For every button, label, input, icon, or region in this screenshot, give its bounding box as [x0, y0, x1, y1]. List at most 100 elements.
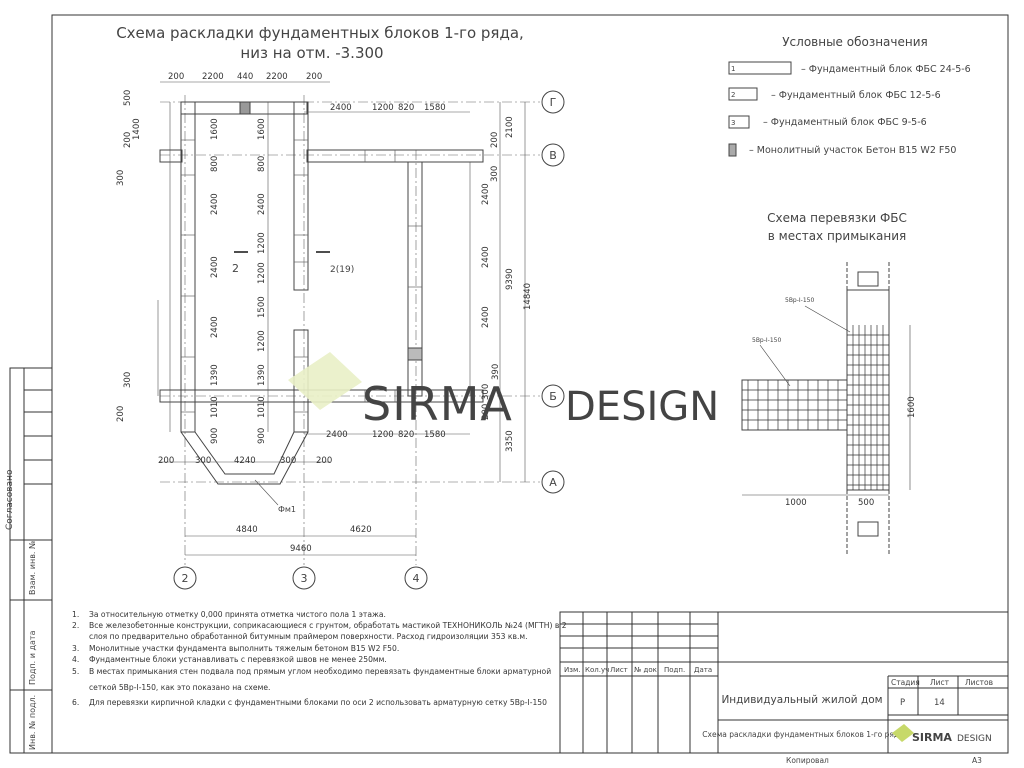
- dim-leftsmall-1: 500: [123, 90, 133, 106]
- tb-h-list: Лист: [610, 666, 628, 674]
- dim-left-7: 1010: [210, 396, 220, 418]
- dim-leftsmall-2: 1400: [132, 118, 142, 140]
- dim-bot-1: 200: [158, 456, 174, 466]
- tb-h-kol: Кол.уч: [585, 666, 609, 674]
- detail-title-2: в местах примыкания: [768, 229, 906, 243]
- dim-rowbot-3: 820: [398, 430, 414, 440]
- dim-right-1: 2400: [481, 183, 491, 205]
- dim-mid-7: 1200: [257, 330, 267, 352]
- dim-overall-2100: 2100: [505, 116, 515, 138]
- dim-bot-2: 300: [195, 456, 211, 466]
- watermark-sirma: SIRMA: [362, 377, 513, 431]
- dim-left-2: 800: [210, 156, 220, 172]
- note-6: 6.Для перевязки кирпичной кладки с фунда…: [72, 698, 547, 707]
- dim-span-total: 9460: [290, 544, 312, 554]
- dim-right-small-2: 200: [490, 132, 500, 148]
- detail-title-1: Схема перевязки ФБС: [767, 211, 907, 225]
- note-2b: слоя по предварительно обработанной биту…: [89, 632, 528, 641]
- dim-mid-8: 1390: [257, 364, 267, 386]
- tb-sheet-title-1: Схема раскладки фундаментных блоков 1-го…: [702, 730, 903, 739]
- axis-label-g: Г: [550, 96, 557, 109]
- tb-sheets-label: Листов: [965, 678, 993, 687]
- dim-right-small-1: 300: [490, 166, 500, 182]
- dim-right-3: 2400: [481, 306, 491, 328]
- note-5b: сеткой 5Вр-I-150, как это показано на сх…: [89, 683, 271, 692]
- tb-h-doc: № док.: [634, 666, 659, 674]
- dim-mid-4: 1200: [257, 232, 267, 254]
- stamp-sign-date: Подп. и дата: [28, 630, 37, 685]
- legend-num-1: 1: [731, 65, 735, 73]
- dim-bot-4: 300: [280, 456, 296, 466]
- dim-left-3: 2400: [210, 193, 220, 215]
- axis-label-2: 2: [182, 572, 189, 585]
- dim-overall-14840: 14840: [523, 283, 533, 310]
- axis-label-v: В: [549, 149, 557, 162]
- note-3: 3.Монолитные участки фундамента выполнит…: [72, 644, 400, 653]
- dim-leftsmall-6: 200: [116, 406, 126, 422]
- legend-item-2: – Фундаментный блок ФБС 12-5-6: [771, 90, 941, 101]
- tb-logo-design: DESIGN: [957, 734, 992, 744]
- stamp-agreed: Согласовано: [5, 469, 15, 530]
- dim-left-5: 2400: [210, 316, 220, 338]
- dim-mid-6: 1500: [257, 296, 267, 318]
- detail-mesh-label-2: 5Вр-I-150: [752, 337, 781, 344]
- watermark-design: DESIGN: [565, 384, 719, 430]
- tb-stage-label: Стадия: [891, 678, 920, 687]
- dim-top-1: 200: [168, 72, 184, 82]
- stamp-replace: Взам. инв. №: [28, 540, 37, 595]
- axis-label-4: 4: [413, 572, 420, 585]
- tb-h-date: Дата: [694, 666, 712, 674]
- tb-copied: Копировал: [786, 756, 829, 765]
- dim-rowtop-1: 2400: [330, 103, 352, 113]
- dim-leftsmall-5: 300: [123, 372, 133, 388]
- dim-right-2: 2400: [481, 246, 491, 268]
- dim-left-1: 1600: [210, 118, 220, 140]
- dim-rowbot-1: 2400: [326, 430, 348, 440]
- legend-num-3: 3: [731, 119, 735, 127]
- tb-project: Индивидуальный жилой дом: [721, 694, 882, 706]
- dim-left-6: 1390: [210, 364, 220, 386]
- legend-item-1: – Фундаментный блок ФБС 24-5-6: [801, 64, 971, 75]
- dim-mid-9: 1010: [257, 396, 267, 418]
- title-block: [559, 611, 1009, 754]
- legend-title: Условные обозначения: [782, 35, 928, 49]
- legend-num-2: 2: [731, 91, 735, 99]
- dim-mid-3: 2400: [257, 193, 267, 215]
- dim-left-4: 2400: [210, 256, 220, 278]
- dim-overall-3350: 3350: [505, 430, 515, 452]
- note-5: 5.В местах примыкания стен подвала под п…: [72, 667, 552, 676]
- tb-sheet-title: Схема раскладки фундаментных блоков 1-го…: [702, 730, 903, 739]
- note-1: 1.За относительную отметку 0,000 принята…: [72, 610, 386, 619]
- tb-format: А3: [972, 756, 982, 765]
- dim-top-2: 2200: [202, 72, 224, 82]
- detail-dim-1600: 1600: [907, 396, 917, 418]
- note-2: 2.Все железобетонные конструкции, соприк…: [72, 621, 567, 630]
- dim-span-1: 4840: [236, 525, 258, 535]
- dim-bot-5: 200: [316, 456, 332, 466]
- tb-sheet-label: Лист: [930, 678, 950, 687]
- detail-dim-1000: 1000: [785, 498, 807, 508]
- stamp-inv: Инв. № подл.: [28, 695, 37, 750]
- dim-mid-2: 800: [257, 156, 267, 172]
- dim-rowtop-2: 1200: [372, 103, 394, 113]
- tb-stage: Р: [900, 698, 905, 708]
- dim-bot-3: 4240: [234, 456, 256, 466]
- dim-right-4: 390: [491, 364, 501, 380]
- detail-dim-500: 500: [858, 498, 874, 508]
- dim-span-2: 4620: [350, 525, 372, 535]
- dim-rowtop-4: 1580: [424, 103, 446, 113]
- tb-sheet: 14: [934, 698, 945, 708]
- detail-mesh-label-1: 5Вр-I-150: [785, 297, 814, 304]
- watermark-logo-mark: [288, 352, 362, 410]
- dim-leftsmall-4: 300: [116, 170, 126, 186]
- axis-label-3: 3: [301, 572, 308, 585]
- detail-drawing: [741, 262, 911, 555]
- axis-bubbles: [173, 90, 565, 590]
- dim-left-8: 900: [210, 428, 220, 444]
- dim-right-small-4: 300: [481, 384, 491, 400]
- pile-label: Фм1: [278, 505, 296, 514]
- tb-logo-mark: [892, 724, 914, 742]
- section-mark-left: 2: [232, 262, 239, 275]
- dim-rowtop-3: 820: [398, 103, 414, 113]
- drawing-title-1: Схема раскладки фундаментных блоков 1-го…: [116, 24, 524, 42]
